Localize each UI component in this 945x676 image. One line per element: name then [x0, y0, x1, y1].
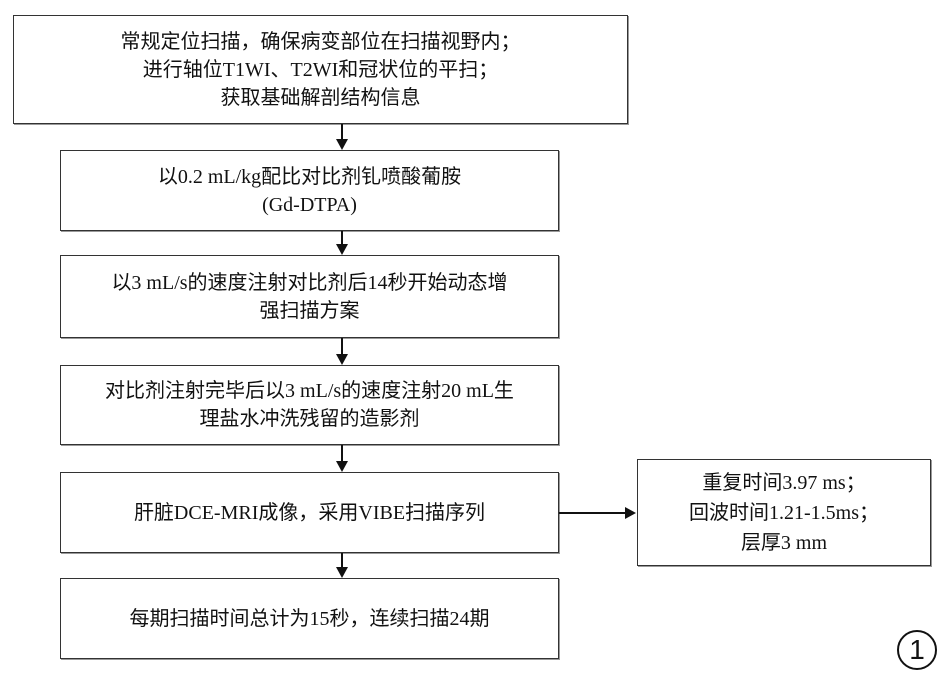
- parameter-slice-thickness: 层厚3 mm: [740, 531, 828, 554]
- step-4-line-1: 对比剂注射完毕后以3 mL/s的速度注射20 mL生: [105, 380, 514, 402]
- arrow-4-head: [336, 461, 348, 472]
- step-4-line-2: 理盐水冲洗残留的造影剂: [199, 408, 420, 430]
- step-3-line-1: 以3 mL/s的速度注射对比剂后14秒开始动态增: [111, 271, 508, 294]
- step-6-box: 每期扫描时间总计为15秒，连续扫描24期: [60, 578, 559, 659]
- step-6-line-1: 每期扫描时间总计为15秒，连续扫描24期: [129, 607, 490, 630]
- side-arrow-head: [625, 507, 636, 519]
- side-arrow-shaft: [559, 512, 626, 514]
- arrow-1-head: [336, 139, 348, 150]
- step-3-box: 以3 mL/s的速度注射对比剂后14秒开始动态增 强扫描方案: [60, 255, 559, 338]
- step-2-line-1: 以0.2 mL/kg配比对比剂钆喷酸葡胺: [157, 165, 462, 188]
- parameter-echo-time: 回波时间1.21-1.5ms；: [689, 501, 879, 524]
- step-2-line-2: (Gd-DTPA): [262, 193, 357, 216]
- step-1-line-3: 获取基础解剖结构信息: [220, 86, 421, 109]
- arrow-3-head: [336, 354, 348, 365]
- step-3-line-2: 强扫描方案: [259, 299, 360, 322]
- arrow-2-shaft: [341, 231, 343, 245]
- arrow-4-shaft: [341, 445, 343, 462]
- step-2-box: 以0.2 mL/kg配比对比剂钆喷酸葡胺 (Gd-DTPA): [60, 150, 559, 231]
- arrow-2-head: [336, 244, 348, 255]
- step-1-line-1: 常规定位扫描，确保病变部位在扫描视野内；: [120, 30, 521, 53]
- step-5-line-1: 肝脏DCE-MRI成像，采用VIBE扫描序列: [133, 501, 486, 524]
- step-4-box: 对比剂注射完毕后以3 mL/s的速度注射20 mL生 理盐水冲洗残留的造影剂: [60, 365, 559, 445]
- arrow-5-head: [336, 567, 348, 578]
- arrow-5-shaft: [341, 553, 343, 568]
- step-1-line-2: 进行轴位T1WI、T2WI和冠状位的平扫；: [142, 58, 499, 81]
- figure-number: 1: [909, 634, 925, 665]
- step-1-box: 常规定位扫描，确保病变部位在扫描视野内； 进行轴位T1WI、T2WI和冠状位的平…: [13, 15, 628, 124]
- step-5-box: 肝脏DCE-MRI成像，采用VIBE扫描序列: [60, 472, 559, 553]
- arrow-3-shaft: [341, 338, 343, 355]
- figure-label: 1: [897, 630, 937, 670]
- parameters-box: 重复时间3.97 ms； 回波时间1.21-1.5ms； 层厚3 mm: [637, 459, 931, 566]
- parameter-repetition-time: 重复时间3.97 ms；: [702, 471, 866, 494]
- arrow-1-shaft: [341, 124, 343, 140]
